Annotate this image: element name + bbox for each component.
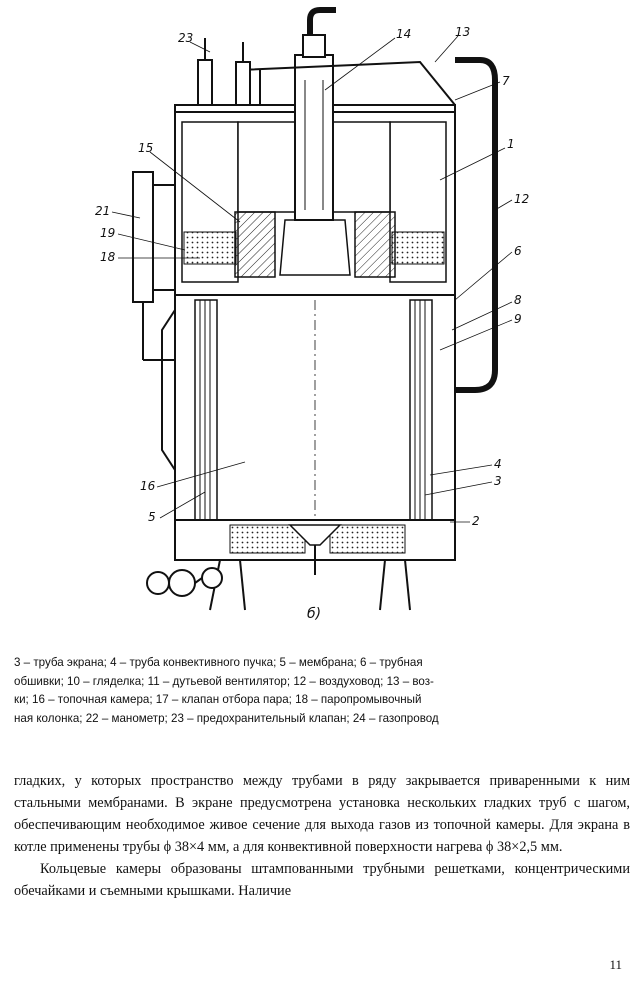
- body-text: гладких, у которых пространство между тр…: [14, 770, 630, 902]
- callout-18: 18: [100, 250, 116, 264]
- figure-caption: 3 – труба экрана; 4 – труба конвективног…: [14, 654, 630, 728]
- figure-label: б): [307, 606, 321, 622]
- page-number: 11: [609, 957, 622, 972]
- paragraph: Кольцевые камеры образованы штампованным…: [14, 861, 630, 899]
- boiler-drawing-svg: 23 14 13 7 15 1 12 21 19 18 6 8 9 4 3 16…: [95, 7, 529, 622]
- callout-4: 4: [494, 457, 502, 471]
- callout-numbers: 23 14 13 7 15 1 12 21 19 18 6 8 9 4 3 16…: [95, 25, 529, 528]
- callout-15: 15: [138, 141, 153, 155]
- callout-8: 8: [514, 293, 522, 307]
- callout-21: 21: [95, 204, 110, 218]
- boiler-cross-section-drawing: 23 14 13 7 15 1 12 21 19 18 6 8 9 4 3 16…: [95, 7, 529, 622]
- water-gauge-column: [132, 171, 180, 361]
- furnace-section: [161, 294, 456, 546]
- top-cover: [239, 60, 456, 106]
- callout-13: 13: [455, 25, 470, 39]
- steam-pipe-right: [455, 57, 498, 393]
- caption-line: ки; 16 – топочная камера; 17 – клапан от…: [14, 693, 422, 706]
- callout-16: 16: [140, 479, 156, 493]
- callout-19: 19: [100, 226, 115, 240]
- caption-line: обшивки; 10 – гляделка; 11 – дутьевой ве…: [14, 674, 434, 688]
- paragraph: гладких, у которых пространство между тр…: [14, 773, 630, 855]
- bottom-section: [146, 519, 456, 611]
- callout-14: 14: [396, 27, 411, 41]
- callout-12: 12: [514, 192, 529, 206]
- callout-5: 5: [148, 510, 156, 524]
- callout-9: 9: [514, 312, 522, 326]
- callout-2: 2: [472, 514, 480, 528]
- caption-line: ная колонка; 22 – манометр; 23 – предохр…: [14, 711, 439, 725]
- caption-line: 3 – труба экрана; 4 – труба конвективног…: [14, 656, 423, 669]
- callout-leaders: [111, 35, 513, 523]
- callout-1: 1: [507, 137, 515, 151]
- safety-valves: [197, 38, 251, 106]
- callout-6: 6: [514, 244, 522, 258]
- callout-23: 23: [178, 31, 193, 45]
- callout-7: 7: [502, 74, 510, 88]
- callout-3: 3: [494, 474, 502, 488]
- central-pipe: [294, 7, 336, 221]
